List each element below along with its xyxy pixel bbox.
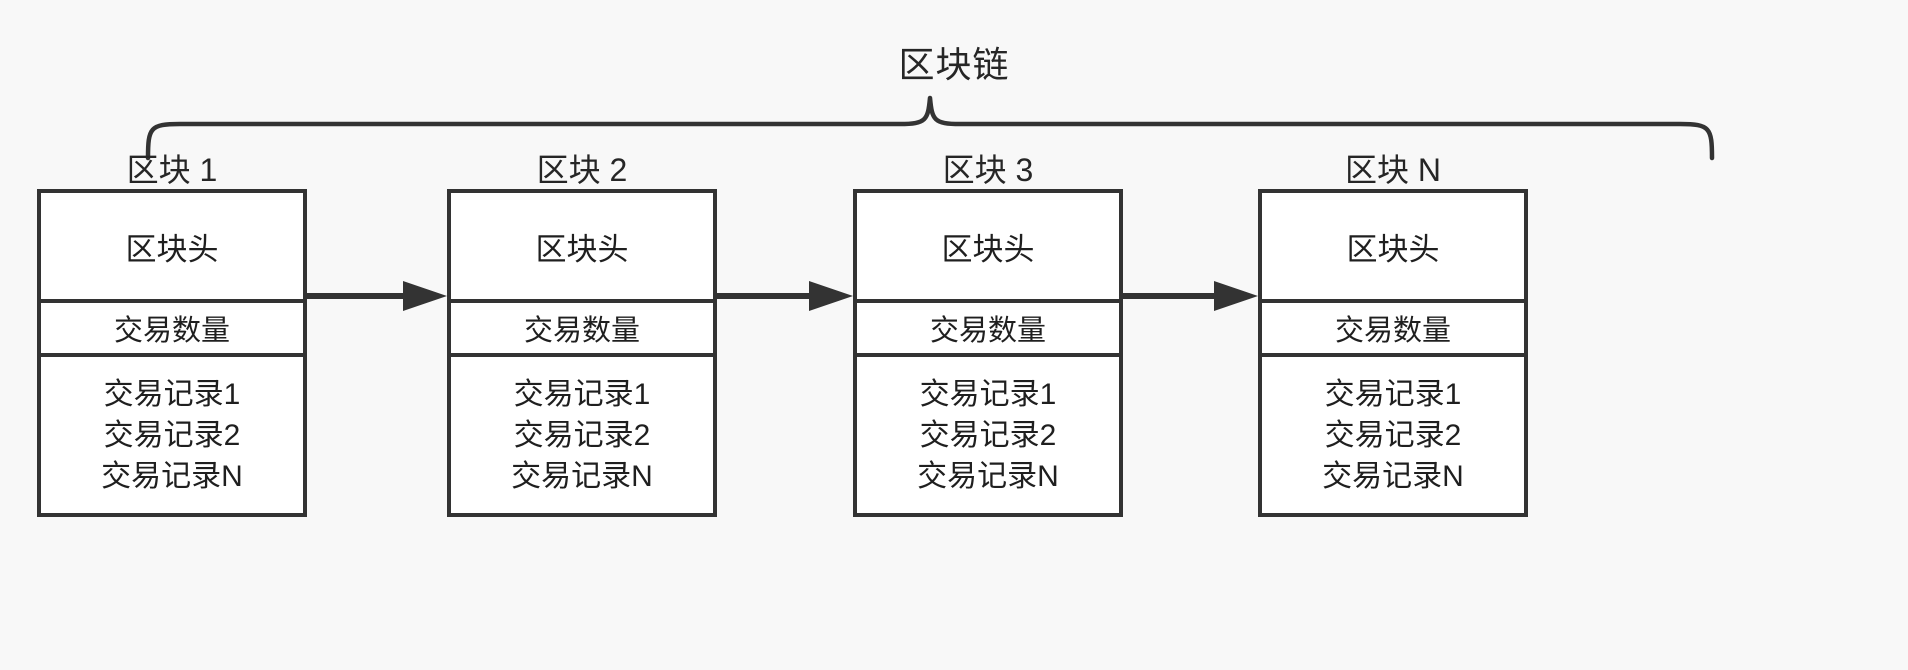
tx-record: 交易记录N: [101, 459, 243, 493]
block-header-section-1: 区块头: [41, 193, 303, 303]
block-tx-list-n: 交易记录1 交易记录2 交易记录N: [1262, 357, 1524, 513]
block-tx-list-3: 交易记录1 交易记录2 交易记录N: [857, 357, 1119, 513]
arrow-block2-to-block3: [717, 281, 853, 311]
block-unit-n[interactable]: 区块 N 区块头 交易数量 交易记录1 交易记录2 交易记录N: [1258, 152, 1528, 517]
arrow-block3-to-blockn: [1122, 281, 1258, 311]
tx-record: 交易记录2: [1324, 418, 1462, 452]
block-box-2[interactable]: 区块头 交易数量 交易记录1 交易记录2 交易记录N: [447, 189, 717, 517]
block-header-section-3: 区块头: [857, 193, 1119, 303]
tx-record: 交易记录1: [1324, 377, 1462, 411]
arrow-block1-to-block2: [307, 281, 447, 311]
tx-record: 交易记录N: [917, 459, 1059, 493]
block-header-section-n: 区块头: [1262, 193, 1524, 303]
block-label-n: 区块 N: [1344, 152, 1441, 188]
block-label-1: 区块 1: [126, 152, 218, 188]
block-unit-1[interactable]: 区块 1 区块头 交易数量 交易记录1 交易记录2 交易记录N: [37, 152, 307, 517]
block-box-n[interactable]: 区块头 交易数量 交易记录1 交易记录2 交易记录N: [1258, 189, 1528, 517]
block-box-1[interactable]: 区块头 交易数量 交易记录1 交易记录2 交易记录N: [37, 189, 307, 517]
tx-record: 交易记录1: [919, 377, 1057, 411]
tx-record: 交易记录1: [103, 377, 241, 411]
block-tx-list-2: 交易记录1 交易记录2 交易记录N: [451, 357, 713, 513]
block-box-3[interactable]: 区块头 交易数量 交易记录1 交易记录2 交易记录N: [853, 189, 1123, 517]
block-tx-count-section-2: 交易数量: [451, 303, 713, 357]
tx-record: 交易记录N: [1322, 459, 1464, 493]
block-tx-count-section-n: 交易数量: [1262, 303, 1524, 357]
block-label-3: 区块 3: [942, 152, 1034, 188]
block-tx-count-section-3: 交易数量: [857, 303, 1119, 357]
chain-span-brace: [140, 92, 1720, 162]
block-label-2: 区块 2: [536, 152, 628, 188]
tx-record: 交易记录2: [919, 418, 1057, 452]
tx-record: 交易记录2: [513, 418, 651, 452]
tx-record: 交易记录N: [511, 459, 653, 493]
diagram-title: 区块链: [898, 44, 1010, 85]
block-tx-count-section-1: 交易数量: [41, 303, 303, 357]
block-tx-list-1: 交易记录1 交易记录2 交易记录N: [41, 357, 303, 513]
tx-record: 交易记录2: [103, 418, 241, 452]
block-unit-2[interactable]: 区块 2 区块头 交易数量 交易记录1 交易记录2 交易记录N: [447, 152, 717, 517]
tx-record: 交易记录1: [513, 377, 651, 411]
block-header-section-2: 区块头: [451, 193, 713, 303]
block-unit-3[interactable]: 区块 3 区块头 交易数量 交易记录1 交易记录2 交易记录N: [853, 152, 1123, 517]
